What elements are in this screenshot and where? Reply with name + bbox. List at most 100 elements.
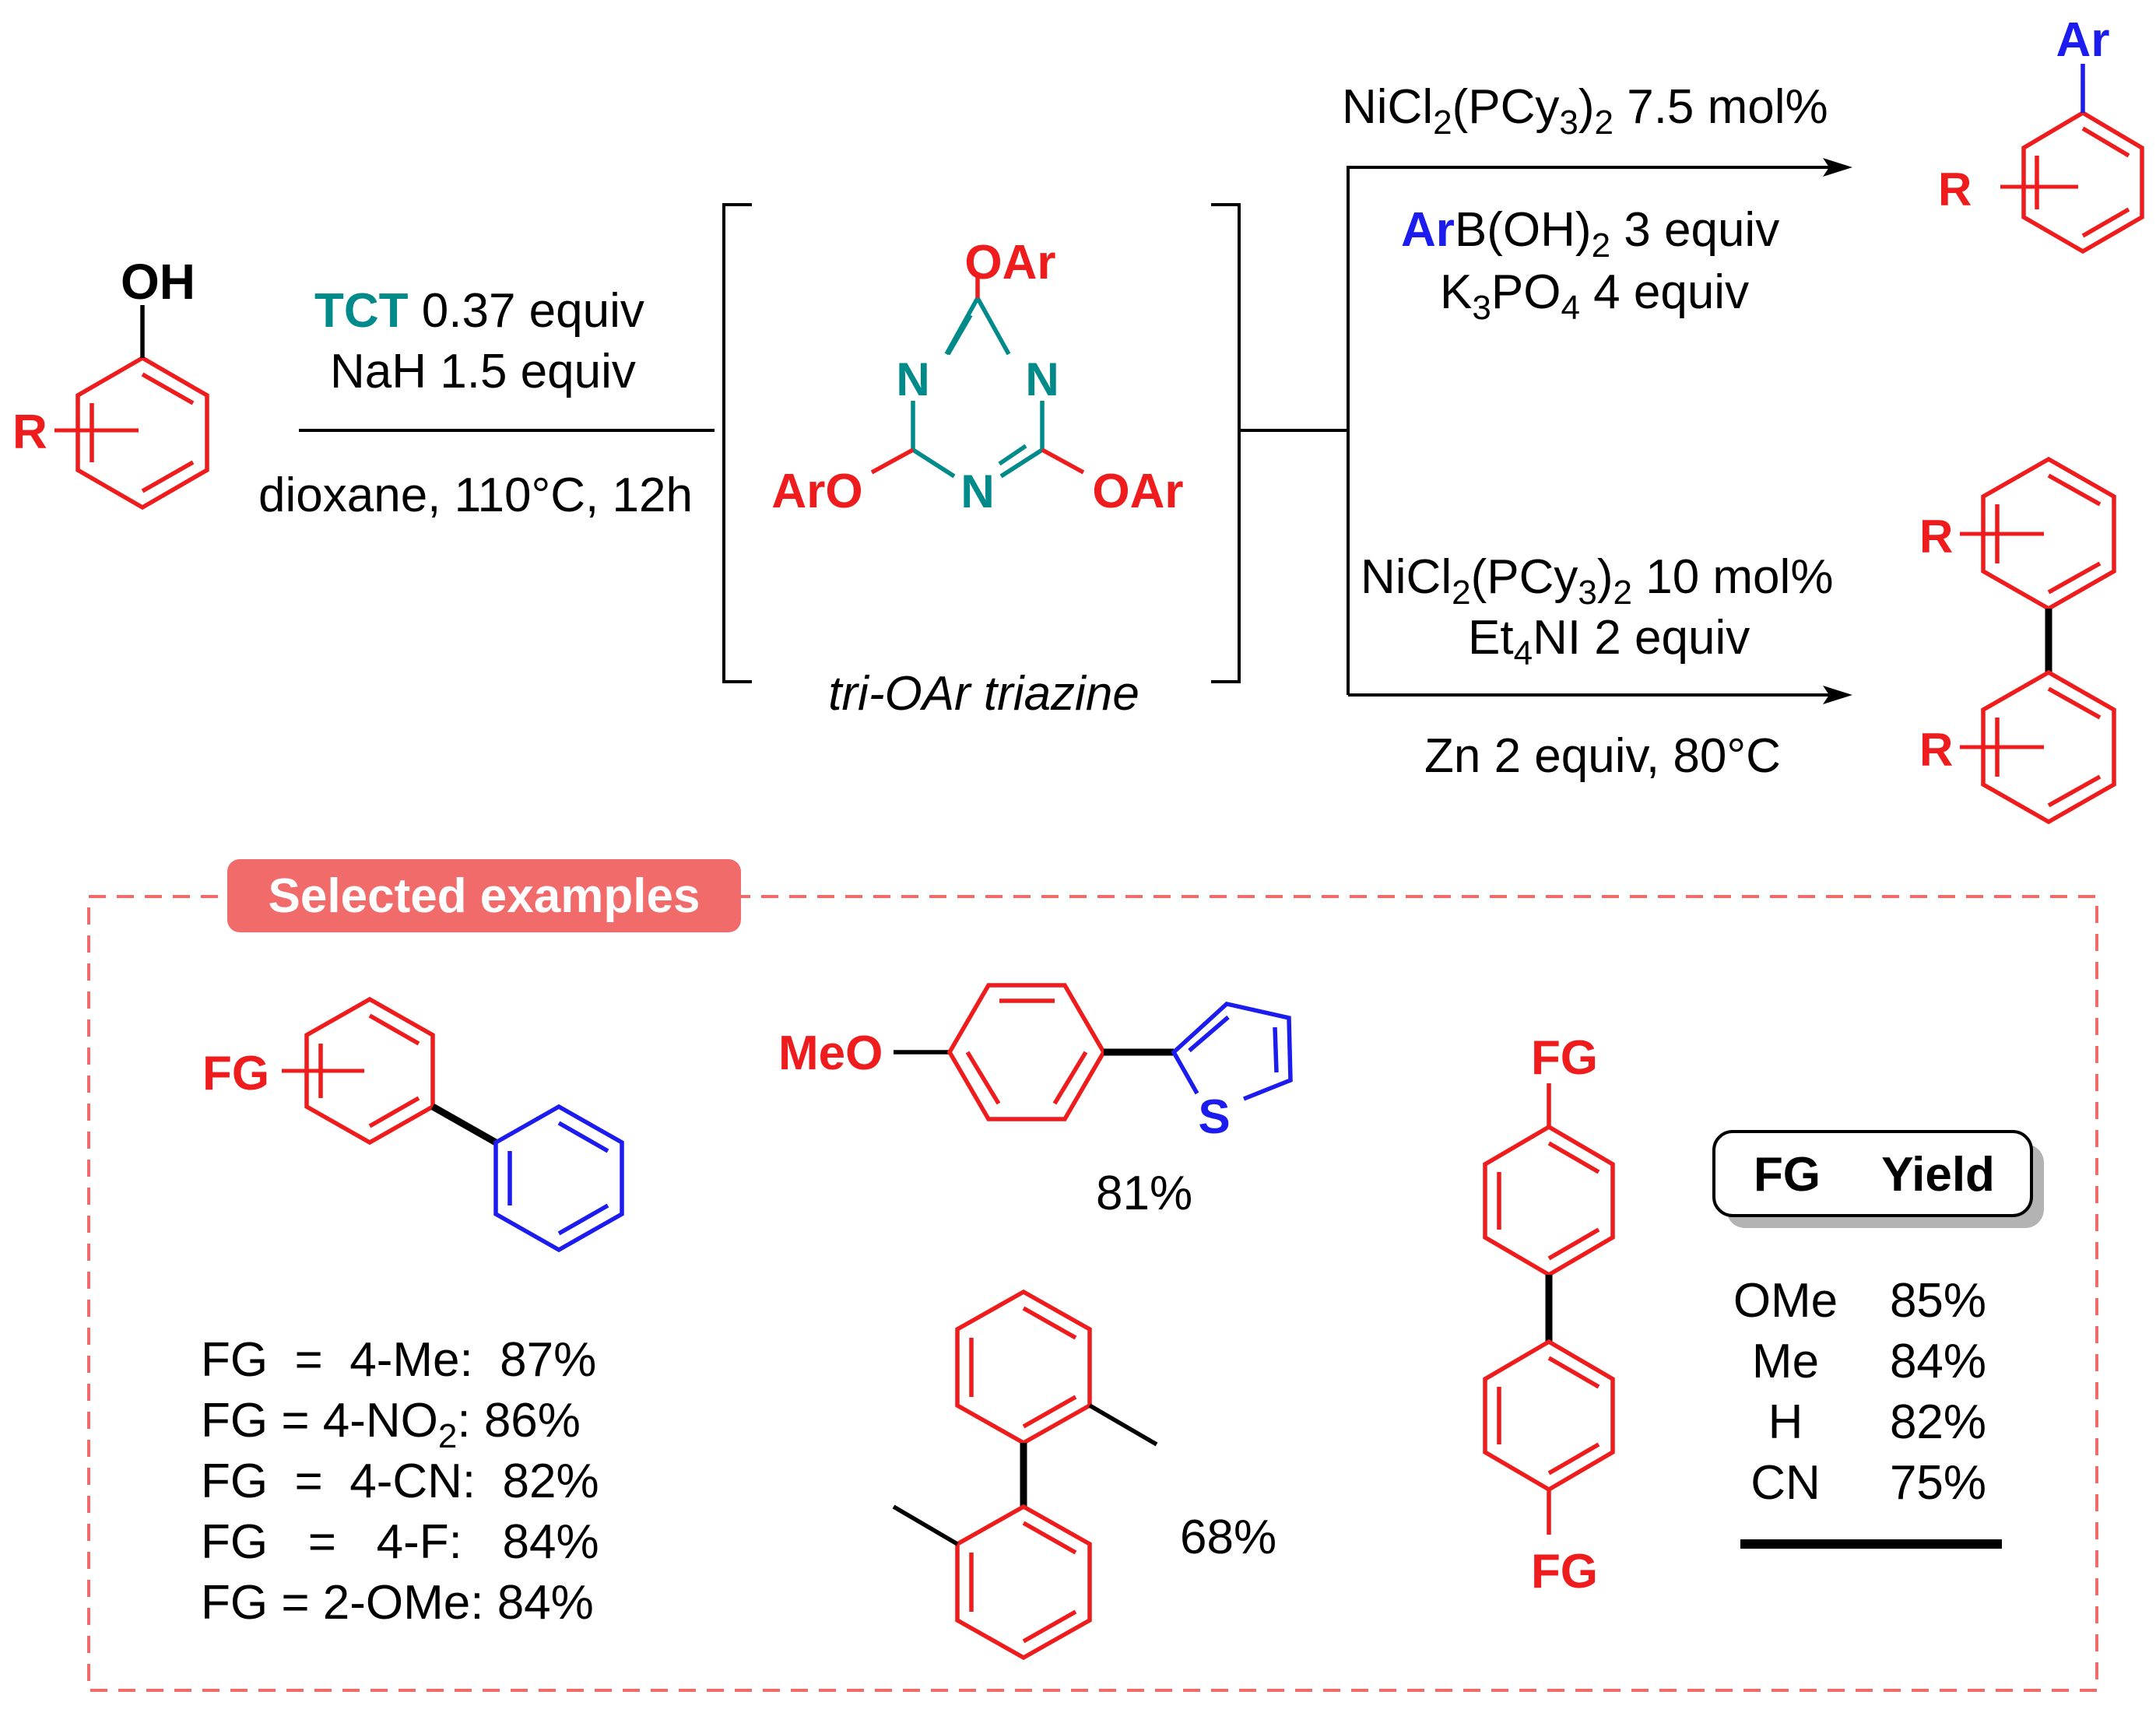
- step1-nah-line: NaH 1.5 equiv: [330, 345, 636, 398]
- phenol-inner-bond: [141, 372, 195, 405]
- lower-arrow-head: [1823, 686, 1852, 704]
- lower-product-ring-bottom: [1981, 669, 2116, 825]
- lower-product-inner-bond: [2047, 686, 2102, 720]
- thiophene-inner-bond: [1052, 1051, 1088, 1105]
- fg-yield-row: FG = 2-OMe: 84%: [201, 1576, 594, 1630]
- fg-biphenyl-fg-label: FG: [202, 1047, 269, 1100]
- lower-product-inner-bond: [2047, 561, 2102, 595]
- thiophene-inner-bond: [965, 1051, 1001, 1105]
- thiophene-yield: 81%: [1096, 1167, 1192, 1220]
- lower-product-r-bottom-label: R: [1919, 724, 1953, 776]
- symmetric-inner-bond: [1547, 1442, 1600, 1476]
- triazine-bond: [911, 447, 956, 479]
- symmetric-inner-bond: [1547, 1227, 1600, 1261]
- phenol-ring: [75, 355, 209, 511]
- triazine-oar-bond: [870, 447, 915, 475]
- example-ditolyl: 68%: [892, 1289, 1276, 1661]
- ditolyl-methyl-top: [1088, 1403, 1158, 1447]
- symmetric-ring-bottom: [1483, 1339, 1615, 1493]
- upper-base: K3PO4 4 equiv: [1440, 265, 1749, 327]
- fg-biphenyl-central-bond: [430, 1104, 498, 1146]
- ditolyl-ring-bottom: [955, 1504, 1092, 1661]
- upper-catalyst: NiCl2(PCy3)2 7.5 mol%: [1342, 80, 1828, 142]
- examples-badge-label: Selected examples: [269, 869, 701, 923]
- example-symmetric-biphenyl: FG FG: [1483, 1031, 1615, 1598]
- lower-reductant: Zn 2 equiv, 80°C: [1424, 729, 1781, 783]
- step1-tct-line: TCT 0.37 equiv: [314, 284, 644, 338]
- thiophene-inner-bond: [1273, 1026, 1279, 1073]
- symmetric-inner-bond: [1547, 1356, 1600, 1389]
- fg-biphenyl-ring-red: [304, 996, 435, 1146]
- thiophene-inner-bond: [1188, 1015, 1230, 1053]
- upper-route-conditions: NiCl2(PCy3)2 7.5 mol% ArB(OH)2 3 equiv K…: [1342, 80, 1828, 327]
- upper-product: Ar R: [1938, 13, 2144, 254]
- symmetric-fg-top-label: FG: [1531, 1031, 1598, 1085]
- triazine-oar-top: OAr: [964, 236, 1055, 290]
- fg-biphenyl-ring-blue: [493, 1104, 624, 1253]
- table-cell-fg: CN: [1750, 1456, 1821, 1510]
- fg-yield-row: FG = 4-NO2: 86%: [201, 1394, 581, 1455]
- examples-badge: [227, 859, 741, 932]
- lower-product: R R: [1919, 456, 2116, 825]
- upper-product-ar-label: Ar: [2056, 13, 2110, 67]
- thiophene-meo-label: MeO: [778, 1026, 883, 1080]
- symmetric-ring-top: [1483, 1124, 1615, 1278]
- triazine-intermediate: N N N OAr ArO OAr tri-OAr triazine: [722, 203, 1241, 721]
- upper-boronic-acid: ArB(OH)2 3 equiv: [1401, 203, 1779, 265]
- lower-product-inner-bond: [2047, 473, 2102, 507]
- fg-biphenyl-inner-bond: [368, 1096, 420, 1128]
- triazine-aro-left: ArO: [771, 465, 862, 518]
- fg-yield-row: FG = 4-F: 84%: [201, 1515, 599, 1569]
- triazine-bond: [999, 447, 1044, 479]
- triazine-oar-right: OAr: [1092, 465, 1183, 518]
- example-fg-biphenyl: FG: [202, 996, 624, 1253]
- triazine-bond: [975, 297, 1011, 356]
- upper-product-ring: [2021, 110, 2144, 254]
- thiophene-s-label: S: [1198, 1090, 1230, 1144]
- table-header-fg: FG: [1754, 1148, 1821, 1202]
- symmetric-fg-bottom-label: FG: [1531, 1545, 1598, 1598]
- fg-yield-list: FG = 4-Me: 87% FG = 4-NO2: 86% FG = 4-CN…: [201, 1333, 599, 1630]
- lower-product-inner-bond: [2047, 774, 2102, 808]
- lower-additive: Et4NI 2 equiv: [1468, 611, 1750, 672]
- fg-biphenyl-inner-bond: [557, 1203, 609, 1236]
- phenol-oh-label: OH: [121, 254, 195, 310]
- upper-product-inner-bond: [2081, 126, 2130, 158]
- yield-table: FG Yield OMe 85% Me 84% H 82% CN 75%: [1712, 1130, 2044, 1549]
- table-cell-yield: 85%: [1890, 1274, 1986, 1328]
- step1-solvent-line: dioxane, 110°C, 12h: [258, 468, 693, 522]
- ditolyl-inner-bond: [1022, 1521, 1077, 1555]
- bracket-left: [722, 203, 752, 683]
- table-cell-yield: 82%: [1890, 1395, 1986, 1449]
- fg-yield-row: FG = 4-CN: 82%: [201, 1455, 599, 1508]
- fg-biphenyl-inner-bond: [368, 1013, 420, 1046]
- lower-catalyst: NiCl2(PCy3)2 10 mol%: [1361, 550, 1833, 612]
- ditolyl-inner-bond: [1022, 1306, 1077, 1340]
- symmetric-inner-bond: [1547, 1141, 1600, 1174]
- phenol-inner-bond: [141, 460, 195, 493]
- triazine-oar-bond: [1041, 447, 1085, 475]
- ditolyl-inner-bond: [1022, 1609, 1077, 1644]
- branch-arrows: [1239, 158, 1852, 704]
- bracket-right: [1211, 203, 1241, 683]
- table-header-yield: Yield: [1881, 1148, 1995, 1202]
- triazine-bond: [946, 314, 973, 356]
- ditolyl-ring-top: [955, 1289, 1092, 1446]
- lower-route-conditions: NiCl2(PCy3)2 10 mol% Et4NI 2 equiv Zn 2 …: [1361, 550, 1833, 783]
- phenol-structure: OH R: [12, 254, 209, 511]
- thiophene-benzene-ring: [946, 983, 1107, 1121]
- fg-yield-row: FG = 4-Me: 87%: [201, 1333, 596, 1387]
- lower-product-r-top-label: R: [1919, 511, 1953, 563]
- phenol-r-label: R: [12, 405, 47, 459]
- upper-arrow-head: [1823, 158, 1852, 177]
- ditolyl-methyl-bottom: [892, 1504, 959, 1546]
- triazine-bond: [998, 444, 1027, 466]
- ditolyl-yield: 68%: [1180, 1511, 1276, 1564]
- ditolyl-inner-bond: [1022, 1395, 1077, 1429]
- step1-conditions: TCT 0.37 equiv NaH 1.5 equiv dioxane, 11…: [258, 284, 715, 522]
- table-cell-yield: 84%: [1890, 1335, 1986, 1388]
- table-cell-fg: H: [1768, 1395, 1803, 1449]
- table-cell-fg: OMe: [1733, 1274, 1838, 1328]
- table-cell-yield: 75%: [1890, 1456, 1986, 1510]
